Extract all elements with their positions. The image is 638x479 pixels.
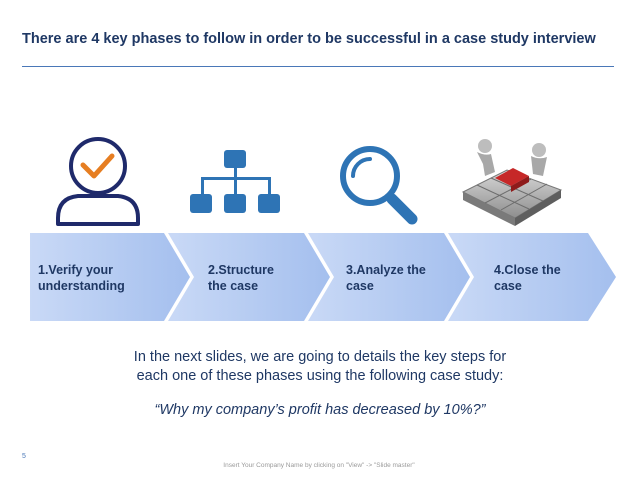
phase-1-chevron <box>30 233 190 321</box>
phase-3-label: 3.Analyze the case <box>346 263 426 293</box>
title-divider <box>22 66 614 67</box>
phase-1-label: 1.Verify your understanding <box>38 263 125 293</box>
footer-note: Insert Your Company Name by clicking on … <box>223 462 415 469</box>
slide-title: There are 4 key phases to follow in orde… <box>22 31 596 47</box>
phase-3-chevron <box>308 233 470 321</box>
page-number: 5 <box>22 453 26 460</box>
process-chevrons <box>30 233 616 321</box>
person-check-icon <box>56 137 140 226</box>
phase-2-chevron <box>168 233 330 321</box>
phase-4-label: 4.Close the case <box>494 263 561 293</box>
org-chart-icon <box>190 150 280 213</box>
phase-4-chevron <box>448 233 616 321</box>
puzzle-image <box>461 139 563 226</box>
intro-paragraph: In the next slides, we are going to deta… <box>133 349 507 384</box>
magnifier-icon <box>340 146 418 225</box>
phase-2-label: 2.Structure the case <box>208 263 274 293</box>
case-study-quote: “Why my company’s profit has decreased b… <box>154 402 486 418</box>
